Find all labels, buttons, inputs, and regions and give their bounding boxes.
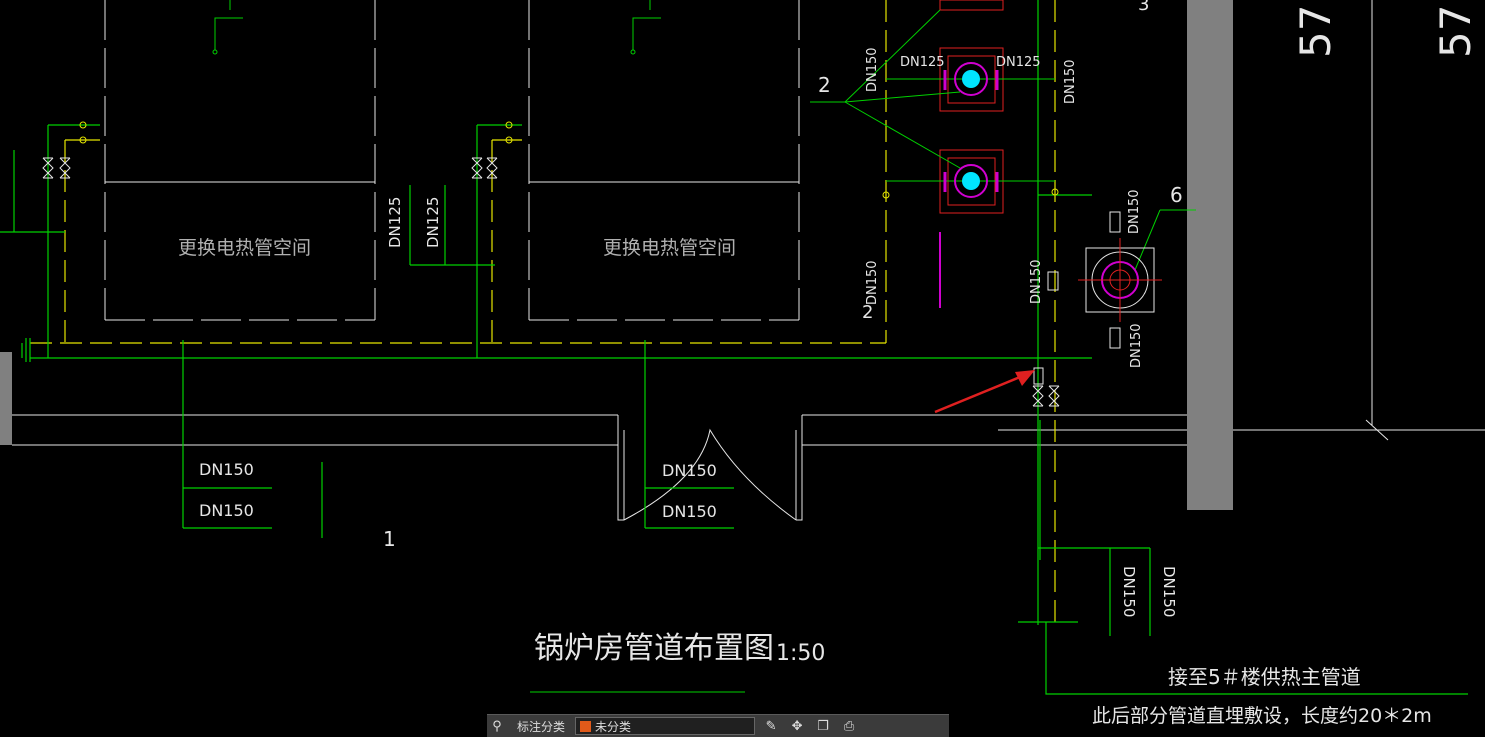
category-color-swatch xyxy=(580,720,592,732)
note-direct-burial: 此后部分管道直埋敷设，长度约20＊2m xyxy=(1092,705,1432,727)
drawing-title: 锅炉房管道布置图 xyxy=(534,631,774,666)
pipe-label-dn150-i: DN150 xyxy=(1127,189,1142,234)
pipe-label-dn125-c: DN125 xyxy=(900,55,945,70)
pipe-label-dn150-d: DN150 xyxy=(662,502,717,521)
print-icon[interactable]: ⎙ xyxy=(843,718,855,733)
move-icon[interactable]: ✥ xyxy=(791,718,803,733)
dimension-text-a: 57 xyxy=(1291,5,1340,58)
category-select[interactable]: 未分类 xyxy=(575,717,756,735)
callout-leader-2 xyxy=(810,9,1196,271)
edit-icon[interactable]: ✎ xyxy=(765,718,777,733)
callout-2-lower: 2 xyxy=(862,302,873,323)
pipe-label-dn150-l: DN150 xyxy=(1160,566,1178,617)
structural-column-left xyxy=(0,352,12,445)
fixture-right xyxy=(630,17,661,55)
pipe-label-dn150-g: DN150 xyxy=(1063,59,1078,104)
category-label: 标注分类 xyxy=(517,719,566,734)
callout-6: 6 xyxy=(1170,183,1183,207)
fixture-left xyxy=(212,17,243,55)
water-softener-unit xyxy=(1047,211,1162,349)
copy-icon[interactable]: ❐ xyxy=(817,718,829,733)
pipe-label-dn150-e: DN150 xyxy=(865,47,880,92)
binoculars-icon[interactable]: ⚲ xyxy=(492,718,502,733)
callout-2-upper: 2 xyxy=(818,73,831,97)
pipe-label-dn150-h: DN150 xyxy=(1029,259,1044,304)
note-connect-main-pipe: 接至5＃楼供热主管道 xyxy=(1168,665,1361,689)
building-wall xyxy=(12,0,1485,521)
room-label-right: 更换电热管空间 xyxy=(603,237,736,259)
callout-3: 3 xyxy=(1138,0,1149,15)
return-pipe-yellow xyxy=(30,0,1056,625)
pipe-label-dn150-k: DN150 xyxy=(1120,566,1138,617)
supply-pipe-green xyxy=(0,0,1468,695)
pipe-label-dn125-b: DN125 xyxy=(424,197,442,248)
drawing-scale: 1:50 xyxy=(776,641,825,666)
pipe-label-dn150-b: DN150 xyxy=(199,501,254,520)
pipe-label-dn150-a: DN150 xyxy=(199,460,254,479)
annotation-toolbar: ⚲ 标注分类 未分类 ✎ ✥ ❐ ⎙ xyxy=(487,714,949,737)
pipe-label-dn125-d: DN125 xyxy=(996,55,1041,70)
door-swing-arc xyxy=(623,428,797,521)
circulation-pump-lower xyxy=(886,149,1055,214)
room-outline-right xyxy=(528,0,800,321)
pipe-label-dn125-a: DN125 xyxy=(386,197,404,248)
dimension-text-b: 57 xyxy=(1431,5,1480,58)
pipe-label-dn150-f: DN150 xyxy=(865,260,880,305)
pipe-label-dn150-j: DN150 xyxy=(1129,323,1144,368)
structural-column-right xyxy=(1187,0,1233,510)
room-outline-left xyxy=(104,0,376,321)
valve-group xyxy=(42,157,1060,407)
circulation-pump-upper xyxy=(886,47,1055,112)
category-selected-value: 未分类 xyxy=(595,719,632,734)
room-label-left: 更换电热管空间 xyxy=(178,237,311,259)
red-annotation-arrow xyxy=(934,370,1035,414)
pipe-label-dn150-c: DN150 xyxy=(662,461,717,480)
callout-1: 1 xyxy=(383,527,396,551)
pipe-end-circles xyxy=(79,121,1059,199)
